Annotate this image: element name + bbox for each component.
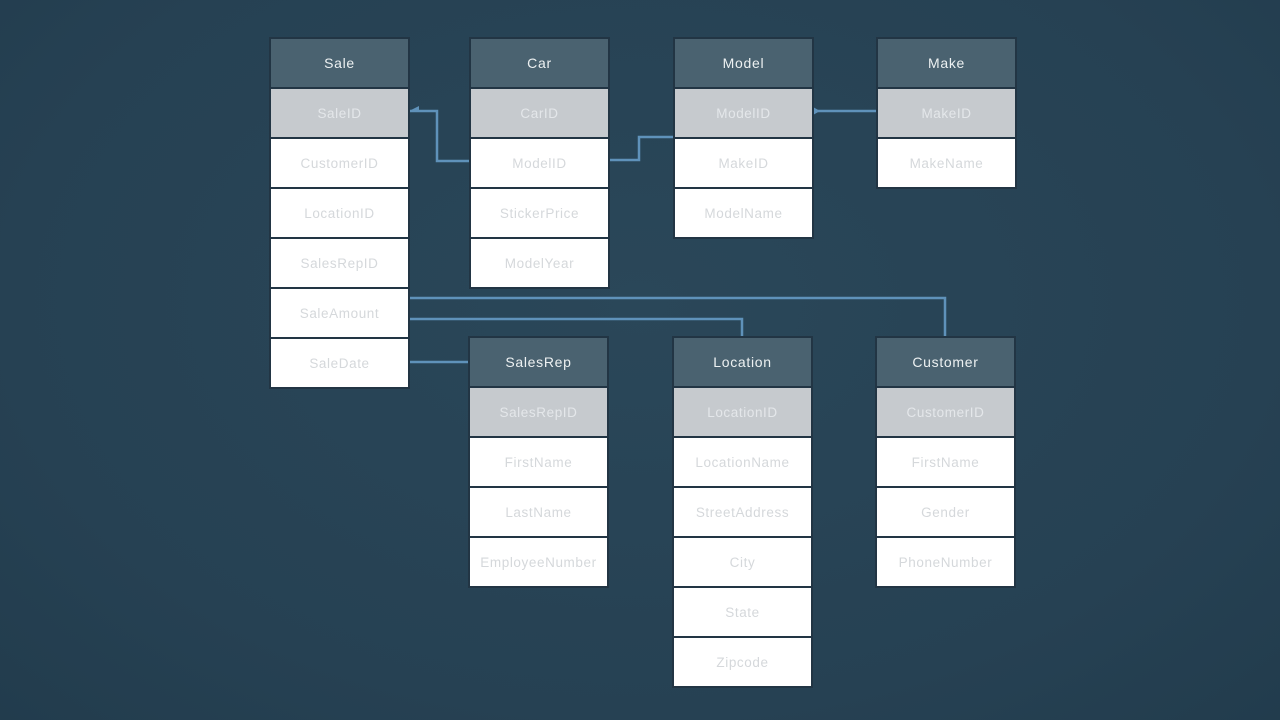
pk-row: ModelID — [675, 89, 812, 139]
field-row: MakeID — [675, 139, 812, 189]
pk-row: CarID — [471, 89, 608, 139]
field-row: StreetAddress — [674, 488, 811, 538]
table-salesrep-header: SalesRep — [470, 338, 607, 388]
connector-sale-car — [410, 109, 469, 163]
field-row: MakeName — [878, 139, 1015, 187]
field-row: ModelName — [675, 189, 812, 237]
field-row: State — [674, 588, 811, 638]
field-row: PhoneNumber — [877, 538, 1014, 586]
table-customer-header: Customer — [877, 338, 1014, 388]
field-row: Gender — [877, 488, 1014, 538]
field-row: StickerPrice — [471, 189, 608, 239]
field-row: SalesRepID — [271, 239, 408, 289]
pk-row: CustomerID — [877, 388, 1014, 438]
field-row: EmployeeNumber — [470, 538, 607, 586]
connector-sale-location — [410, 317, 744, 337]
table-car-header: Car — [471, 39, 608, 89]
field-row: Zipcode — [674, 638, 811, 686]
field-row: CustomerID — [271, 139, 408, 189]
field-row: LastName — [470, 488, 607, 538]
field-row: ModelYear — [471, 239, 608, 287]
field-row: FirstName — [877, 438, 1014, 488]
table-make-header: Make — [878, 39, 1015, 89]
field-row: ModelID — [471, 139, 608, 189]
table-model-header: Model — [675, 39, 812, 89]
pk-row: SaleID — [271, 89, 408, 139]
field-row: SaleDate — [271, 339, 408, 387]
field-row: LocationName — [674, 438, 811, 488]
table-sale-header: Sale — [271, 39, 408, 89]
pk-row: SalesRepID — [470, 388, 607, 438]
connector-sale-customer — [410, 296, 947, 337]
pk-row: MakeID — [878, 89, 1015, 139]
connector-car-model — [610, 135, 673, 162]
field-row: City — [674, 538, 811, 588]
field-row: FirstName — [470, 438, 607, 488]
field-row: LocationID — [271, 189, 408, 239]
table-location-header: Location — [674, 338, 811, 388]
connector-arrowhead-saleid — [409, 106, 419, 111]
pk-row: LocationID — [674, 388, 811, 438]
field-row: SaleAmount — [271, 289, 408, 339]
